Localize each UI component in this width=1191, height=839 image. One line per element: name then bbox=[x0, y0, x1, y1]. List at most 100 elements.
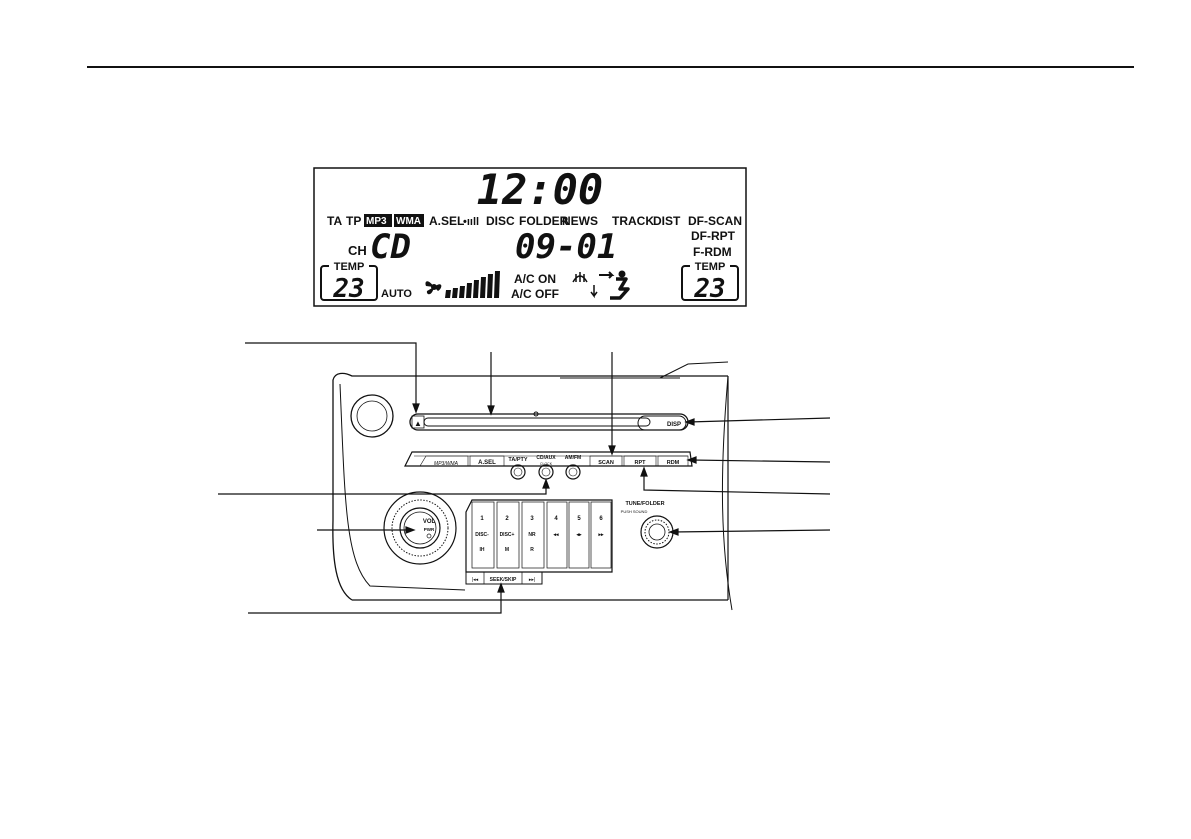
callout-rdm bbox=[689, 459, 831, 463]
dist-indicator: DIST bbox=[653, 214, 681, 228]
temp-right-label-bg bbox=[690, 260, 730, 271]
preset-buttons bbox=[471, 501, 612, 569]
tp-indicator: TP bbox=[346, 214, 361, 228]
airflow-mode-icon bbox=[590, 270, 630, 300]
ta-indicator: TA bbox=[327, 214, 342, 228]
folder-indicator: FOLDER bbox=[519, 214, 569, 228]
callout-rpt bbox=[643, 470, 831, 495]
preset-panel bbox=[465, 499, 613, 573]
ch-indicator: CH bbox=[348, 243, 367, 258]
mp3-wma-button[interactable] bbox=[419, 455, 469, 467]
disp-button[interactable] bbox=[637, 415, 687, 431]
disp-label: DISP bbox=[667, 422, 681, 428]
ac-off-indicator: A/C OFF bbox=[511, 287, 559, 301]
asel-button[interactable] bbox=[469, 455, 505, 467]
preset-3-num: 3 bbox=[530, 516, 534, 522]
clock-readout: 12:00 bbox=[477, 165, 603, 214]
cd-aux-button[interactable] bbox=[538, 464, 554, 480]
asel-label: A.SEL bbox=[478, 460, 496, 466]
source-readout: CD bbox=[370, 227, 411, 267]
preset-button-6[interactable] bbox=[590, 501, 612, 569]
preset-button-3[interactable] bbox=[521, 501, 545, 569]
clock-sub-label: CLOCK bbox=[540, 462, 553, 466]
lcd-frame bbox=[313, 167, 747, 307]
scan-button[interactable] bbox=[589, 455, 623, 467]
preset-button-4[interactable] bbox=[546, 501, 568, 569]
temp-right-readout: 23 bbox=[693, 274, 725, 304]
preset-5-num: 5 bbox=[577, 516, 581, 522]
preset-5-label: ◂▸ bbox=[575, 532, 582, 538]
preset-2-sub: M bbox=[505, 547, 509, 553]
callout-cd-aux bbox=[218, 482, 547, 495]
preset-button-5[interactable] bbox=[568, 501, 590, 569]
rpt-button[interactable] bbox=[623, 455, 657, 467]
defrost-icon bbox=[572, 272, 588, 283]
callout-disp bbox=[687, 417, 831, 423]
ac-on-indicator: A/C ON bbox=[514, 272, 556, 286]
preset-3-label: NR bbox=[528, 532, 536, 538]
seek-forward-icon: ▸▸| bbox=[529, 577, 535, 583]
wma-indicator: WMA bbox=[396, 216, 421, 227]
auto-indicator: AUTO bbox=[381, 288, 412, 300]
temp-left-label: TEMP bbox=[334, 261, 365, 273]
cd-aux-label: CD/AUX bbox=[536, 455, 556, 461]
slot-indicator-icon bbox=[533, 411, 539, 417]
mp3-wma-label: MP3/WMA bbox=[434, 461, 459, 467]
preset-button-1[interactable] bbox=[471, 501, 495, 569]
preset-1-sub: IH bbox=[480, 547, 485, 553]
preset-6-num: 6 bbox=[599, 516, 603, 522]
eject-icon: ▲ bbox=[414, 419, 422, 428]
tune-sub-label: PUSH SOUND bbox=[621, 509, 648, 514]
temp-right-label: TEMP bbox=[695, 261, 726, 273]
mp3-indicator-bg bbox=[364, 214, 392, 227]
preset-2-num: 2 bbox=[505, 516, 509, 522]
wma-indicator-bg bbox=[394, 214, 424, 227]
cd-slot[interactable] bbox=[423, 417, 651, 427]
top-rule bbox=[87, 66, 1134, 68]
eject-button[interactable] bbox=[411, 415, 425, 429]
temp-left-label-bg bbox=[329, 260, 369, 271]
lcd-display: 12:00 TA TP MP3 WMA A.SEL •ııll DISC FOL… bbox=[313, 165, 747, 307]
track-readout: 09-01 bbox=[515, 227, 617, 267]
am-fm-button[interactable] bbox=[565, 464, 581, 480]
mp3-indicator: MP3 bbox=[366, 216, 387, 227]
callout-seek-skip bbox=[248, 586, 502, 614]
front-panel: ▲ DISP MP3/WMA A.SEL TA/PTY CD/AUX CLOCK… bbox=[332, 361, 733, 611]
hazard-button[interactable] bbox=[350, 394, 394, 438]
volume-knob[interactable] bbox=[383, 491, 457, 565]
callout-eject bbox=[245, 342, 417, 410]
am-fm-label: AM/FM bbox=[565, 455, 581, 461]
rdm-button[interactable] bbox=[657, 455, 689, 467]
seek-skip-button[interactable] bbox=[465, 571, 543, 585]
callout-lines bbox=[218, 342, 831, 614]
preset-2-label: DISC+ bbox=[500, 532, 515, 538]
tune-folder-knob[interactable] bbox=[640, 515, 674, 549]
ta-pty-button[interactable] bbox=[510, 464, 526, 480]
rpt-label: RPT bbox=[635, 460, 647, 466]
housing-outline bbox=[332, 372, 728, 601]
seek-back-icon: |◂◂ bbox=[472, 577, 479, 583]
df-scan-indicator: DF-SCAN bbox=[688, 214, 742, 228]
preset-3-sub: R bbox=[530, 547, 534, 553]
fan-icon bbox=[425, 281, 442, 295]
preset-4-label: ◂◂ bbox=[552, 532, 559, 538]
callout-tune-folder bbox=[671, 529, 831, 533]
signal-strength-icon: •ııll bbox=[463, 216, 479, 228]
asel-indicator: A.SEL bbox=[429, 214, 464, 228]
seek-skip-label: SEEK/SKIP bbox=[490, 577, 517, 583]
temp-left-readout: 23 bbox=[332, 274, 364, 304]
ta-pty-label: TA/PTY bbox=[508, 457, 527, 463]
preset-button-2[interactable] bbox=[496, 501, 520, 569]
rdm-label: RDM bbox=[667, 460, 680, 466]
scan-label: SCAN bbox=[598, 460, 614, 466]
vol-label: VOL bbox=[423, 519, 436, 525]
fan-speed-bars bbox=[445, 271, 500, 298]
power-icon bbox=[426, 533, 432, 539]
preset-6-label: ▸▸ bbox=[597, 532, 604, 538]
preset-1-num: 1 bbox=[480, 516, 484, 522]
disc-indicator: DISC bbox=[486, 214, 515, 228]
preset-1-label: DISC- bbox=[475, 532, 489, 538]
df-rpt-indicator: DF-RPT bbox=[691, 229, 736, 243]
news-indicator: NEWS bbox=[562, 214, 598, 228]
